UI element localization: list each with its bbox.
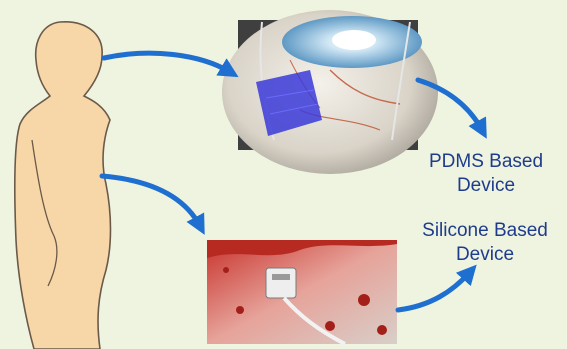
- pdms-label-line2: Device: [408, 174, 564, 198]
- silicone-device-label: Silicone Based Device: [405, 219, 565, 267]
- arrow-eye-to-photo: [104, 53, 230, 72]
- human-body-silhouette: [15, 22, 111, 349]
- heart-photo: [207, 240, 397, 344]
- silicone-label-line2: Device: [405, 243, 565, 267]
- pdms-label-line1: PDMS Based: [408, 150, 564, 174]
- arrow-heart-to-silicone: [398, 272, 470, 310]
- pdms-device-label: PDMS Based Device: [408, 150, 564, 198]
- eye-photo: [222, 10, 438, 174]
- silicone-device: [266, 268, 296, 298]
- silicone-label-line1: Silicone Based: [405, 219, 565, 243]
- arrow-chest-to-heart: [102, 176, 200, 226]
